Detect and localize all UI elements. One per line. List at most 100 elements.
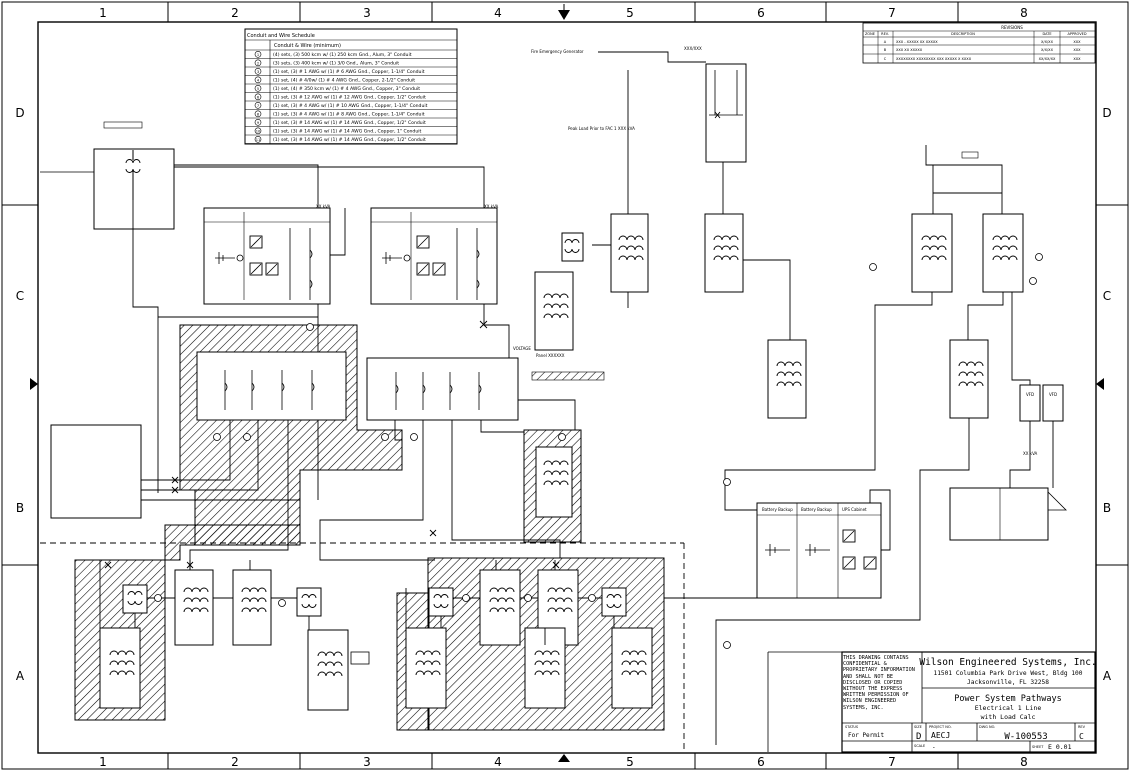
size-value: D	[916, 732, 921, 742]
revisions-table: REVISIONS ZONE REV. DESCRIPTION DATE APP…	[862, 22, 1096, 64]
rev-row-desc: XXX - XXXXX XX XXXXX	[896, 40, 938, 44]
panel-box	[949, 339, 989, 419]
schedule-row-tag	[254, 127, 262, 135]
voltage-label: VOLTAGE	[513, 346, 531, 351]
panel-box	[704, 213, 744, 293]
center-arrow-top	[558, 10, 570, 20]
panel-middle-box	[535, 446, 573, 518]
center-arrow-left	[30, 378, 38, 390]
battery-label: Battery Backup	[801, 507, 832, 512]
rev-row-date: X/X/XX	[1041, 48, 1054, 52]
schedule-row-number: 5	[257, 87, 259, 91]
note-box	[531, 371, 605, 381]
rev-row-desc: XXXXXXXX XXXXXXXX XXX XXXXX X XXXX	[896, 57, 972, 61]
panel-box	[534, 271, 574, 351]
schedule-row-text: (1) set, (4) # 4/0w/ (1) # 4 AWG Gnd., C…	[273, 78, 415, 84]
schedule-row-tag	[254, 76, 262, 84]
company-address-1: 11501 Columbia Park Drive West, Bldg 100	[933, 670, 1082, 677]
row-label: B	[1103, 501, 1111, 515]
row-label: A	[1103, 669, 1112, 683]
schedule-row-tag	[254, 68, 262, 75]
row-label: A	[16, 669, 25, 683]
col-label: 3	[363, 755, 371, 769]
col-label: 5	[626, 6, 634, 20]
status-label: STATUS	[845, 725, 859, 729]
schedule-row-number: 4	[257, 78, 260, 82]
schedule-row-number: 7	[257, 104, 259, 108]
drawing-subtitle-1: Electrical 1 Line	[975, 704, 1042, 712]
ups-box-3	[756, 502, 882, 599]
schedule-row-number: 8	[257, 112, 260, 116]
schedule-row-number: 10	[256, 129, 261, 133]
schedule-row-number: 6	[257, 95, 260, 99]
fire-generator-box	[705, 63, 747, 163]
schedule-row-number: 2	[257, 61, 259, 65]
schedule-row-number: 11	[256, 138, 261, 142]
note-box	[961, 151, 979, 159]
schedule-row-tag	[254, 119, 262, 126]
disconnect-box	[1042, 384, 1064, 422]
switchboard-2	[366, 357, 519, 421]
rev-row-appr: XXX	[1073, 48, 1081, 52]
schedule-row-number: 9	[257, 121, 260, 125]
project-value: AECJ	[931, 731, 950, 740]
xfmr-box	[561, 232, 584, 262]
rev-row-appr: XXX	[1073, 40, 1081, 44]
generator-box	[50, 424, 142, 519]
rev-row-rev: A	[884, 40, 887, 44]
col-label: 1	[99, 755, 107, 769]
schedule-row-text: (1) set, (4) # 350 kcm w/ (1) # 4 AWG Gn…	[273, 86, 420, 92]
col-label: 1	[99, 6, 107, 20]
schedule-row-text: (4) sets, (3) 500 kcm w/ (1) 250 kcm Gnd…	[273, 52, 412, 58]
row-label: D	[15, 106, 24, 120]
row-label: C	[1103, 289, 1111, 303]
equipment-box	[949, 487, 1067, 541]
schedule-row-tag	[254, 102, 262, 109]
panel-box	[911, 213, 953, 293]
note-box	[103, 121, 143, 129]
panel-box	[99, 627, 141, 709]
schedule-row-tag	[254, 136, 262, 143]
col-label: 7	[888, 755, 896, 769]
kva-label: XX kVA	[484, 204, 499, 209]
panel-name-label: Panel XXXXXX	[536, 353, 565, 358]
schedule-row-tag	[254, 110, 262, 118]
size-label: SIZE	[914, 725, 922, 729]
status-value: For Permit	[848, 732, 885, 739]
schedule-row-text: (1) set, (3) # 4 AWG w/ (1) # 10 AWG Gnd…	[273, 103, 428, 109]
panel-box	[610, 213, 649, 293]
schedule-row-tag	[254, 85, 262, 92]
col-label: 2	[231, 755, 239, 769]
rev-header-rev: REV.	[881, 32, 889, 36]
schedule-row-tag	[254, 59, 262, 67]
xfmr-box	[601, 587, 627, 617]
confidential-notice: THIS DRAWING CONTAINS CONFIDENTIAL & PRO…	[843, 655, 915, 711]
schedule-row-text: (3) sets, (3) 400 kcm w/ (1) 3/0 Gnd., A…	[273, 61, 399, 67]
col-label: 2	[231, 6, 239, 20]
panel-box	[982, 213, 1024, 293]
xfmr-box	[428, 587, 454, 617]
disconnect-box	[1019, 384, 1041, 422]
ups-box-2	[370, 207, 498, 305]
panel-box	[479, 569, 521, 646]
dashed-boundary	[40, 542, 685, 750]
main-switchboard	[196, 351, 347, 421]
utility-transformer-box	[93, 148, 175, 230]
scale-label: SCALE	[914, 744, 925, 748]
peak-load-label: Peak Load Prior to FAC 1 XXX kVA	[568, 126, 635, 131]
col-label: 4	[494, 755, 502, 769]
title-block	[767, 651, 1096, 753]
schedule-row-text: (1) set, (3) # 12 AWG w/ (1) # 12 AWG Gn…	[273, 95, 426, 101]
rev-header-desc: DESCRIPTION	[951, 32, 975, 36]
center-arrow-right	[1096, 378, 1104, 390]
fire-generator-label: Fire Emergency Generator	[531, 49, 584, 54]
col-label: 5	[626, 755, 634, 769]
col-label: 3	[363, 6, 371, 20]
project-label: PROJECT NO.	[929, 725, 952, 729]
dwg-value: W-100553	[1004, 732, 1047, 742]
sheet-value: E 0.01	[1048, 743, 1072, 751]
col-label: 8	[1020, 6, 1028, 20]
